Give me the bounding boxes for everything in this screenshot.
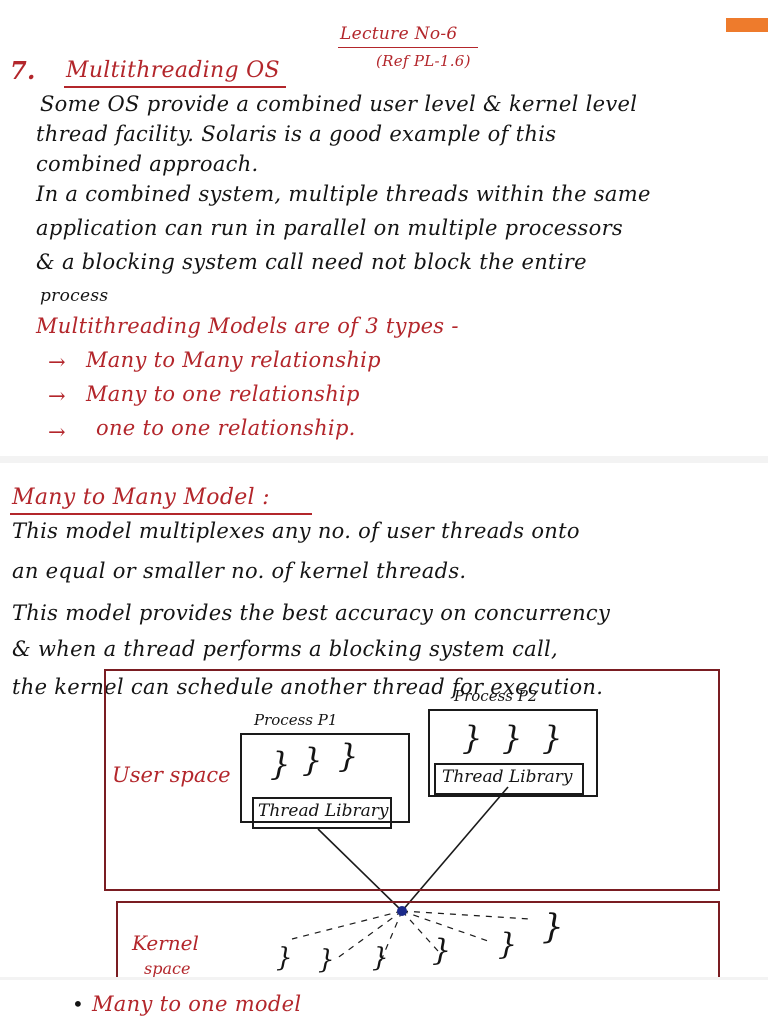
p1-thread-library-label: Thread Library (258, 801, 389, 821)
body-line-3: This model provides the best accuracy on… (12, 601, 611, 625)
page-title: Multithreading OS (66, 58, 280, 83)
reference: (Ref PL-1.6) (376, 52, 471, 70)
kernel-space-box (116, 901, 720, 977)
notes-page-2: Many to Many Model : This model multiple… (0, 463, 768, 977)
para2-line-4: process (40, 286, 109, 306)
process-p2-label: Process P2 (454, 687, 538, 705)
kernel-thread-4: } (432, 933, 452, 968)
kernel-thread-2: } (318, 945, 335, 975)
p1-thread-1: } (270, 745, 291, 783)
section-heading-underline (10, 513, 312, 515)
page-tab-marker (726, 18, 768, 32)
user-space-label: User space (112, 763, 231, 787)
model-item-1: Many to Many relationship (86, 348, 381, 372)
bullet: • (72, 992, 85, 1016)
p2-thread-library-label: Thread Library (442, 767, 573, 787)
kernel-thread-5: } (498, 927, 518, 962)
models-intro: Multithreading Models are of 3 types - (36, 314, 459, 338)
p1-thread-library-box (252, 797, 392, 829)
para1-line-2: thread facility. Solaris is a good examp… (36, 122, 557, 146)
p1-thread-3: } (338, 737, 359, 775)
p2-thread-library-box (434, 763, 584, 795)
notes-page-1: Lecture No-6 (Ref PL-1.6) 7. Multithread… (0, 0, 768, 456)
lecture-number: Lecture No-6 (340, 24, 458, 44)
para2-line-3: & a blocking system call need not block … (36, 250, 587, 274)
next-topic: Many to one model (92, 992, 302, 1016)
para2-line-1: In a combined system, multiple threads w… (36, 182, 651, 206)
process-p1-box (240, 733, 410, 823)
kernel-thread-6: } (542, 907, 564, 947)
section-heading: Many to Many Model : (12, 485, 270, 510)
notes-page-3: • Many to one model (0, 980, 768, 1024)
heading-number: 7. (10, 56, 36, 85)
body-line-4: & when a thread performs a blocking syst… (12, 637, 558, 661)
kernel-label-cut: space (144, 959, 191, 977)
kernel-thread-3: } (372, 943, 389, 973)
model-item-3: one to one relationship. (96, 416, 356, 440)
para1-line-3: combined approach. (36, 152, 259, 176)
title-underline (64, 86, 286, 88)
p1-thread-2: } (302, 741, 323, 779)
para1-line-1: Some OS provide a combined user level & … (40, 92, 638, 116)
process-p1-label: Process P1 (254, 711, 338, 729)
model-arrow-2: → (48, 384, 66, 408)
user-space-box (104, 669, 720, 891)
p2-thread-3: } (542, 719, 563, 757)
p2-thread-1: } (462, 719, 483, 757)
lecture-underline (338, 47, 478, 48)
body-line-5: the kernel can schedule another thread f… (12, 675, 604, 699)
para2-line-2: application can run in parallel on multi… (36, 216, 623, 240)
body-line-1: This model multiplexes any no. of user t… (12, 519, 580, 543)
body-line-2: an equal or smaller no. of kernel thread… (12, 559, 467, 583)
kernel-label: Kernel (132, 931, 199, 955)
process-p2-box (428, 709, 598, 797)
model-arrow-1: → (48, 350, 66, 374)
model-item-2: Many to one relationship (86, 382, 360, 406)
kernel-thread-1: } (276, 943, 293, 973)
p2-thread-2: } (502, 719, 523, 757)
model-arrow-3: → (48, 420, 66, 444)
